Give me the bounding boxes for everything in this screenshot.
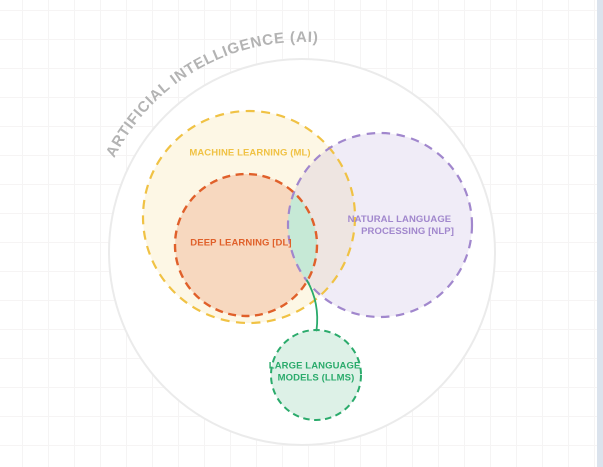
llm-label-line2: MODELS (LLMS): [278, 373, 355, 384]
llm-label: LARGE LANGUAGE MODELS (LLMS): [269, 361, 363, 384]
dl-circle-fill: [175, 174, 317, 316]
nlp-label-line1: NATURAL LANGUAGE: [348, 214, 452, 225]
ml-label: MACHINE LEARNING (ML): [189, 148, 310, 159]
nlp-label-line2: PROCESSING [NLP]: [361, 226, 454, 237]
llm-label-line1: LARGE LANGUAGE: [269, 361, 361, 372]
dl-label: DEEP LEARNING [DL]: [190, 238, 291, 249]
llm-connector-line: [306, 279, 319, 332]
dl-nlp-intersection: [287, 192, 318, 282]
llm-circle-outline: [270, 329, 362, 421]
nlp-circle-outline: [286, 131, 474, 319]
ml-circle-outline: [141, 109, 357, 325]
nlp-circle-fill: [288, 133, 472, 317]
llm-circle-fill: [271, 330, 361, 420]
dl-circle-outline: [173, 172, 319, 318]
right-edge-strip: [597, 0, 603, 467]
nlp-label: NATURAL LANGUAGE PROCESSING [NLP]: [348, 214, 454, 237]
